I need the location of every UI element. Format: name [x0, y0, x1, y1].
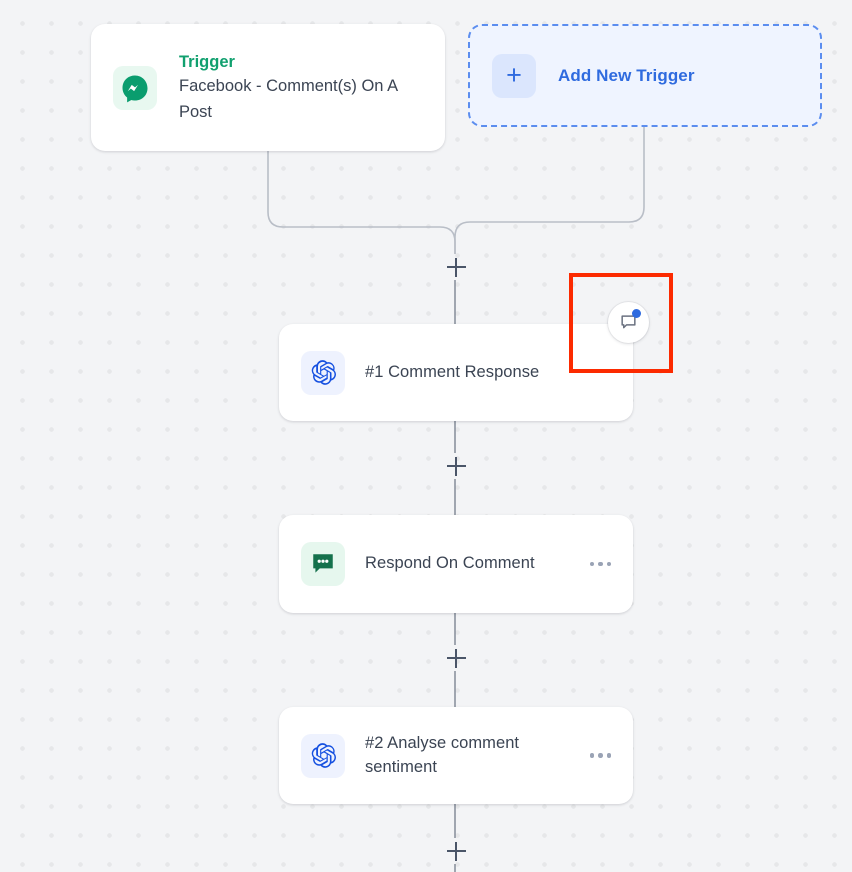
add-new-trigger-button[interactable]: + Add New Trigger [468, 24, 822, 127]
menu-dot [589, 753, 594, 758]
add-new-trigger-label: Add New Trigger [558, 65, 695, 85]
trigger-kicker-label: Trigger [179, 52, 235, 71]
workflow-node-card[interactable]: #1 Comment Response [279, 324, 633, 421]
facebook-messenger-icon [113, 65, 157, 110]
comment-bubble-icon [301, 542, 345, 586]
node-options-menu-button[interactable] [584, 753, 611, 758]
node-options-menu-button[interactable] [584, 561, 611, 567]
add-step-after-node-3[interactable] [443, 838, 469, 864]
menu-dot [598, 753, 603, 758]
plus-icon: + [492, 53, 536, 98]
unread-indicator-dot [632, 309, 641, 318]
workflow-node-card[interactable]: Respond On Comment [279, 515, 633, 613]
openai-icon [301, 733, 345, 778]
menu-dot [606, 561, 611, 567]
add-step-after-node-2[interactable] [443, 645, 469, 671]
openai-icon [301, 350, 345, 395]
plus-glyph: + [506, 60, 522, 90]
menu-dot [598, 561, 603, 567]
workflow-node-title: #2 Analyse comment sentiment [365, 733, 520, 776]
add-step-after-node-1[interactable] [443, 453, 469, 479]
workflow-node-title: Respond On Comment [365, 554, 535, 573]
trigger-name-label: Facebook - Comment(s) On A Post [179, 77, 398, 121]
menu-dot [589, 561, 594, 567]
node-comment-button[interactable] [608, 302, 649, 343]
workflow-node-title: #1 Comment Response [365, 362, 540, 381]
add-step-after-trigger[interactable] [443, 254, 469, 280]
workflow-node-card[interactable]: #2 Analyse comment sentiment [279, 707, 633, 804]
trigger-node-card[interactable]: Trigger Facebook - Comment(s) On A Post [91, 24, 445, 151]
menu-dot [606, 753, 611, 758]
